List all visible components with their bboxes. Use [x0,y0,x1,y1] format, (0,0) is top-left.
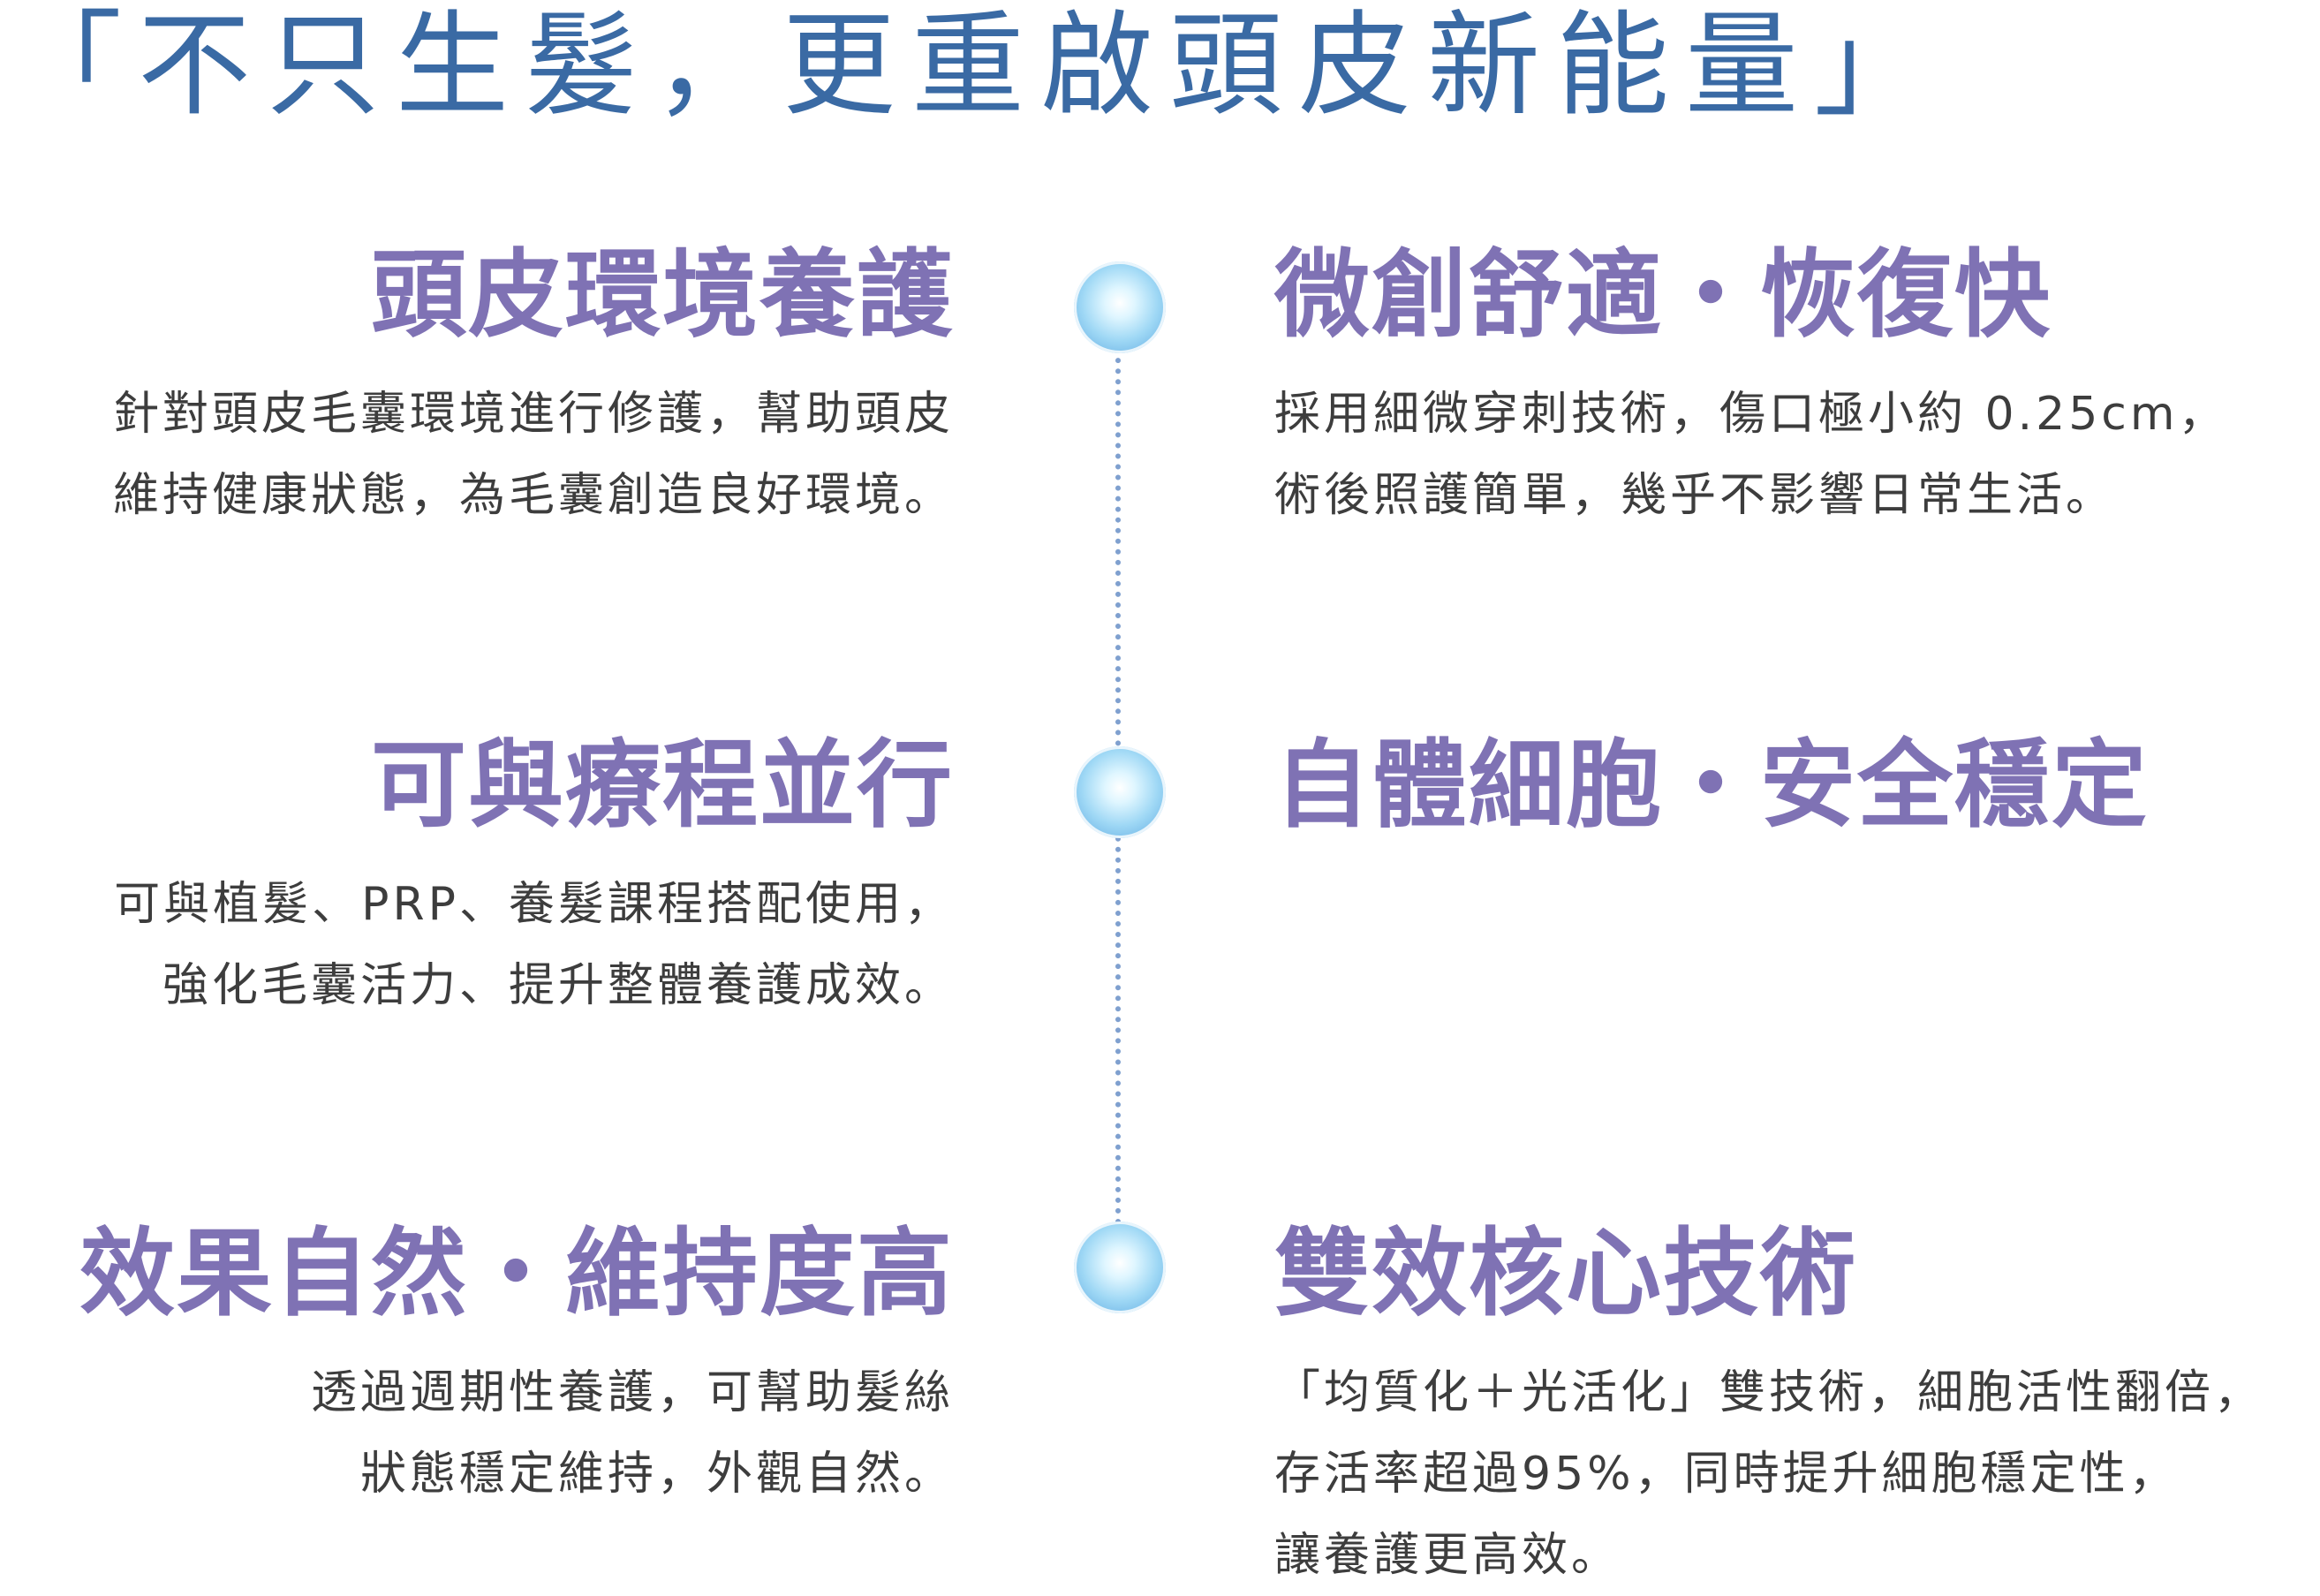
description-line: 可與植髮、PRP、養髮課程搭配使用， [114,878,954,931]
feature-scalp-care: 頭皮環境養護 針對頭皮毛囊環境進行修護，幫助頭皮 維持健康狀態，為毛囊創造良好環… [113,243,954,536]
feature-title: 微創舒適・恢復快 [1274,240,2052,351]
feature-title: 自體細胞・安全穩定 [1274,730,2150,841]
timeline-node-orb-icon [1074,746,1166,838]
feature-autologous-cells: 自體細胞・安全穩定 [1274,733,2149,839]
timeline-node-orb-icon [1074,261,1166,353]
description-line: 透過週期性養護，可幫助髮絲 [310,1366,954,1419]
feature-title: 頭皮環境養護 [370,240,954,351]
description-line: 維持健康狀態，為毛囊創造良好環境。 [112,469,954,522]
description-line: 強化毛囊活力、提升整體養護成效。 [162,959,954,1012]
feature-natural-results: 效果自然・維持度高 透過週期性養護，可幫助髮絲 狀態穩定維持，外觀自然。 [79,1222,954,1515]
description-line: 「均質化＋光活化」雙技術，細胞活性翻倍， [1274,1366,2264,1419]
headline: 「不只生髮，更重啟頭皮新能量」 [9,0,1944,132]
feature-description: 「均質化＋光活化」雙技術，細胞活性翻倍， 存活率超過95%，同時提升細胞穩定性，… [1274,1352,2263,1596]
feature-minimally-invasive: 微創舒適・恢復快 採用細微穿刺技術，傷口極小約 0.25cm， 術後照護簡單，幾… [1274,243,2228,536]
description-line: 存活率超過95%，同時提升細胞穩定性， [1274,1448,2179,1501]
feature-dual-core-technology: 雙效核心技術 「均質化＋光活化」雙技術，細胞活性翻倍， 存活率超過95%，同時提… [1274,1222,2263,1596]
feature-combinable-treatment: 可與療程並行 可與植髮、PRP、養髮課程搭配使用， 強化毛囊活力、提升整體養護成… [114,733,954,1026]
feature-description: 可與植髮、PRP、養髮課程搭配使用， 強化毛囊活力、提升整體養護成效。 [114,864,954,1026]
description-line: 術後照護簡單，幾乎不影響日常生活。 [1274,469,2116,522]
feature-description: 採用細微穿刺技術，傷口極小約 0.25cm， 術後照護簡單，幾乎不影響日常生活。 [1274,374,2228,536]
feature-title: 可與療程並行 [370,730,954,841]
description-line: 針對頭皮毛囊環境進行修護，幫助頭皮 [112,388,954,441]
description-line: 狀態穩定維持，外觀自然。 [359,1448,954,1501]
feature-title: 效果自然・維持度高 [79,1219,954,1329]
feature-title: 雙效核心技術 [1274,1219,1858,1329]
feature-description: 透過週期性養護，可幫助髮絲 狀態穩定維持，外觀自然。 [79,1352,954,1515]
description-line: 讓養護更高效。 [1274,1529,1621,1582]
description-line: 採用細微穿刺技術，傷口極小約 0.25cm， [1274,388,2228,441]
feature-description: 針對頭皮毛囊環境進行修護，幫助頭皮 維持健康狀態，為毛囊創造良好環境。 [113,374,954,536]
timeline-node-orb-icon [1074,1222,1166,1313]
